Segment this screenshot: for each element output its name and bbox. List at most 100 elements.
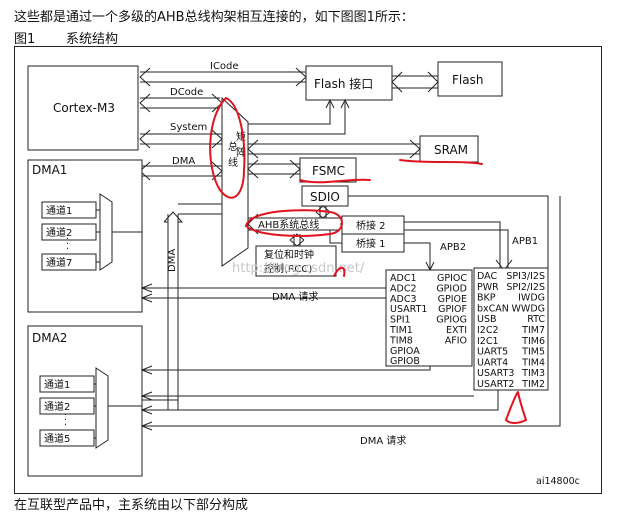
- apb2-peripheral: GPIOB: [390, 356, 420, 367]
- bus-matrix-label-2: 线: [228, 156, 238, 169]
- dma-request-upper-arrows: [140, 283, 153, 303]
- dma-channel-label: 通道2: [46, 226, 72, 239]
- apb1-peripheral: SPI3/I2S: [506, 271, 545, 282]
- dcode-label: DCode: [170, 87, 203, 98]
- watermark-text: http://blog.csdn.net/: [232, 261, 365, 276]
- cortex-m3-block: [27, 65, 139, 151]
- dma-channel-ellipsis: ·: [64, 415, 67, 426]
- apb1-peripheral: bxCAN: [477, 303, 509, 314]
- annotation-rcc-mark: [333, 266, 346, 277]
- dma-vertical-bus: [142, 203, 222, 411]
- apb1-peripheral: IWDG: [518, 293, 545, 304]
- matrix-flash-link: [248, 98, 350, 135]
- dma-channel-label: 通道5: [44, 432, 70, 445]
- system-bus: [139, 129, 223, 149]
- fsmc-link: [247, 159, 301, 179]
- ahb-bus-label: AHB系统总线: [258, 218, 319, 231]
- apb2-peripheral: GPIOD: [436, 283, 467, 294]
- apb1-peripheral: RTC: [527, 314, 545, 325]
- apb1-left-column: DACPWRBKPbxCANUSBI2C2I2C1UART5UART4USART…: [477, 271, 514, 390]
- dma-channel-label: 通道2: [44, 400, 70, 413]
- apb2-peripheral: GPIOF: [438, 304, 467, 315]
- icode-bus: [139, 67, 307, 87]
- bus-matrix-block: [221, 96, 249, 267]
- dma-channel-label: 通道1: [46, 204, 72, 217]
- annotation-ahb-circle: [245, 209, 343, 237]
- annotation-bus-matrix-circle: [209, 97, 246, 199]
- annotation-sram-underline: [399, 159, 483, 165]
- apb1-peripheral: TIM7: [521, 325, 545, 336]
- apb2-peripheral: GPIOE: [438, 294, 467, 305]
- apb1-peripheral: TIM4: [521, 357, 545, 368]
- apb1-extra-link: [348, 195, 549, 268]
- dma1-mux: [99, 193, 113, 271]
- dma-channel-label: 通道7: [46, 256, 72, 269]
- dma-request-upper-lines: [142, 287, 386, 299]
- apb2-peripheral: GPIOG: [436, 315, 467, 326]
- apb1-peripheral: BKP: [477, 293, 496, 304]
- bridge1-label: 桥接 1: [356, 237, 386, 250]
- outro-text: 在互联型产品中，主系统由以下部分构成: [14, 498, 249, 513]
- apb1-peripheral: TIM2: [521, 379, 545, 390]
- apb1-peripheral: USART3: [477, 368, 514, 379]
- dma-request-lower-lines: [142, 196, 561, 427]
- dma-vertical-label: DMA: [167, 249, 178, 272]
- bus-matrix-label-1: 总: [228, 140, 238, 153]
- apb2-peripheral: GPIOC: [437, 273, 467, 284]
- dma-request-lower-label: DMA 请求: [360, 434, 406, 447]
- dma-channel-ellipsis: ·: [66, 239, 69, 250]
- apb2-peripheral: GPIOA: [390, 346, 420, 357]
- dma2-mux: [95, 367, 109, 449]
- figure-title: 系统结构: [66, 32, 119, 47]
- icode-label: ICode: [210, 61, 239, 72]
- flash-label: Flash: [452, 73, 483, 87]
- apb1-peripheral: DAC: [477, 271, 497, 282]
- cortex-m3-label: Cortex-M3: [53, 101, 115, 115]
- diagram-frame: [14, 46, 602, 494]
- flash-block: [437, 61, 503, 97]
- dma-channel-ellipsis: ·: [64, 410, 67, 421]
- apb2-peripheral: EXTI: [446, 325, 467, 336]
- apb2-peripheral: ADC3: [390, 294, 417, 305]
- rcc-link: [289, 233, 305, 247]
- dma-request-lower-arrows: [140, 365, 153, 431]
- apb1-peripheral: TIM5: [521, 347, 545, 358]
- sram-label: SRAM: [434, 143, 468, 157]
- rcc-label-2: 控制(RCC): [264, 262, 312, 275]
- bus-matrix-label-4: 阵: [236, 146, 246, 159]
- figure-id: ai14800c: [536, 476, 580, 487]
- apb2-peripheral: SPI1: [390, 315, 411, 326]
- apb1-peripheral: TIM3: [521, 368, 545, 379]
- rcc-block: [255, 245, 337, 277]
- annotation-apb1-triangle: [505, 391, 527, 424]
- apb2-peripherals-box: [385, 269, 473, 367]
- apb1-peripheral: WWDG: [512, 303, 545, 314]
- sram-link: [247, 139, 421, 159]
- rcc-label-1: 复位和时钟: [264, 248, 314, 261]
- apb1-peripheral: USART2: [477, 379, 514, 390]
- flash-link: [391, 71, 439, 93]
- apb1-label: APB1: [512, 236, 538, 247]
- fsmc-block: [299, 157, 357, 183]
- dma-channel-ellipsis: ·: [66, 234, 69, 245]
- apb2-peripheral: USART1: [390, 304, 427, 315]
- apb2-peripheral: AFIO: [445, 335, 467, 346]
- dma-channel-label: 通道1: [44, 378, 70, 391]
- system-label: System: [170, 122, 207, 133]
- bus-matrix-label-3: 矩: [236, 130, 246, 143]
- fsmc-label: FSMC: [312, 164, 345, 178]
- apb2-peripheral: ADC1: [390, 273, 417, 284]
- bridge2-label: 桥接 2: [356, 219, 386, 232]
- dma-bus: [139, 161, 223, 181]
- apb2-peripheral: ADC2: [390, 283, 417, 294]
- apb1-peripheral: USB: [477, 314, 497, 325]
- apb2-peripheral: TIM8: [389, 335, 413, 346]
- dma1-label: DMA1: [32, 163, 67, 177]
- dma-request-upper-label: DMA 请求: [272, 290, 318, 303]
- apb2-link: [404, 242, 435, 272]
- dma-channel-ellipsis: ·: [64, 420, 67, 431]
- intro-text: 这些都是通过一个多级的AHB总线构架相互连接的，如下图图1所示：: [14, 10, 414, 25]
